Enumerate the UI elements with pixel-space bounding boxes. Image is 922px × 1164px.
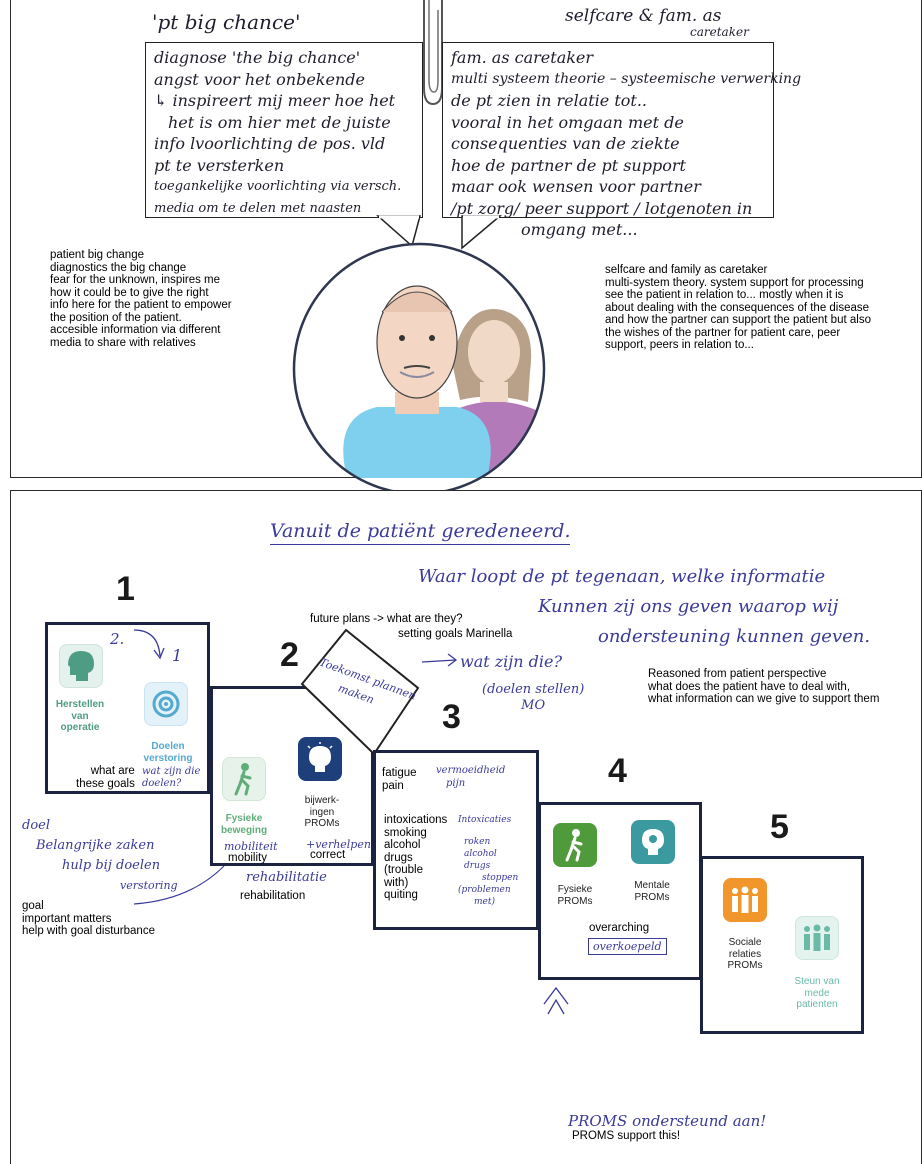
right-heading-line2: caretaker — [690, 25, 749, 39]
step-3-typed-fatigue: fatigue pain — [382, 767, 417, 792]
step-1-hand-annotation: 2. — [110, 630, 125, 648]
peer-support-icon — [795, 916, 839, 960]
left-speech-bubble: diagnose 'the big chance' angst voor het… — [145, 42, 423, 218]
icon-label-herstellen: Herstellen van operatie — [55, 699, 105, 733]
running-person-icon — [553, 823, 597, 867]
target-icon — [144, 682, 188, 726]
step-2-hand-verhelpen: +verhelpen — [306, 838, 371, 851]
step-1-hand-note: wat zijn die doelen? — [142, 766, 201, 789]
diamond-hand-note: wat zijn die? — [460, 652, 563, 671]
icon-label-fysieke-proms: Fysieke PROMs — [557, 884, 593, 907]
right-heading-line1: selfcare & fam. as — [565, 6, 722, 26]
step-number-1: 1 — [116, 570, 135, 608]
step-3-box — [373, 750, 539, 930]
step-3-typed-intoxications: intoxications smoking alcohol drugs (tro… — [384, 814, 448, 901]
step-number-4: 4 — [608, 752, 627, 790]
paperclip-icon — [423, 0, 443, 106]
people-group-icon — [723, 878, 767, 922]
future-plans-label: future plans -> what are they? — [310, 613, 463, 625]
head-profile-icon — [59, 644, 103, 688]
right-speech-bubble: fam. as caretaker multi systeem theorie … — [442, 42, 801, 239]
step-3-hand-fatigue: vermoeidheid pijn — [436, 765, 506, 789]
icon-label-steun: Steun van mede patienten — [794, 976, 840, 1010]
step-number-5: 5 — [770, 808, 789, 846]
step-number-3: 3 — [442, 698, 461, 736]
swap-arrow — [133, 629, 165, 660]
goal-connector-line — [133, 865, 225, 905]
walking-person-icon — [222, 757, 266, 801]
handwritten-question: Waar loopt de pt tegenaan, welke informa… — [418, 566, 871, 647]
lightbulb-head-icon — [298, 737, 342, 781]
arrow-right-icon — [421, 653, 458, 667]
step-3-hand-intoxicaties: Intoxicaties roken alcohol drugs stoppen… — [458, 815, 519, 907]
right-bubble-text: fam. as caretaker multi systeem theorie … — [451, 48, 802, 239]
step-2-hand-rehabilitatie: rehabilitatie — [246, 870, 327, 885]
up-arrow-icon — [543, 986, 569, 1015]
left-heading: 'pt big chance' — [152, 10, 301, 34]
step-4-hand-overkoepeld: overkoepeld — [588, 938, 667, 955]
step-2-typed-mobility: mobility — [228, 852, 267, 864]
handwritten-heading: Vanuit de patiënt geredeneerd. — [270, 520, 571, 545]
step-2-hand-mobiliteit: mobiliteit — [224, 840, 278, 853]
icon-label-sociale-relaties: Sociale relaties PROMs — [727, 937, 763, 971]
icon-label-doelen: Doelen verstoring — [143, 741, 193, 764]
mind-head-icon — [631, 820, 675, 864]
step-2-typed-correct: correct — [310, 849, 346, 861]
setting-goals-label: setting goals Marinella — [398, 628, 513, 640]
goal-translation: goal important matters help with goal di… — [22, 900, 155, 937]
diamond-hand-note-2: (doelen stellen) MO — [482, 682, 585, 713]
left-translation: patient big change diagnostics the big c… — [50, 249, 232, 349]
proms-translation: PROMS support this! — [572, 1130, 681, 1142]
step-1-hand-annotation-2: 1 — [172, 646, 183, 665]
step-2-typed-rehabilitation: rehabilitation — [240, 890, 306, 902]
icon-label-fysieke-beweging: Fysieke beweging — [220, 813, 268, 836]
goal-hand-note: doel Belangrijke zaken hulp bij doelen v… — [22, 818, 178, 892]
icon-label-bijwerkingen: bijwerk- ingen PROMs — [304, 795, 340, 829]
step-number-2: 2 — [280, 636, 299, 674]
right-translation: selfcare and family as caretaker multi-s… — [605, 264, 871, 351]
step-1-typed: what are these goals — [76, 765, 135, 790]
step-5-box — [700, 856, 864, 1034]
step-4-typed-overarching: overarching — [589, 922, 650, 934]
question-translation: Reasoned from patient perspective what d… — [648, 668, 880, 705]
bubble-tails — [376, 215, 503, 250]
proms-hand-note: PROMS ondersteund aan! — [568, 1112, 767, 1130]
left-bubble-text: diagnose 'the big chance' angst voor het… — [154, 48, 402, 216]
patient-and-partner-portrait — [292, 242, 546, 496]
icon-label-mentale-proms: Mentale PROMs — [634, 880, 670, 903]
